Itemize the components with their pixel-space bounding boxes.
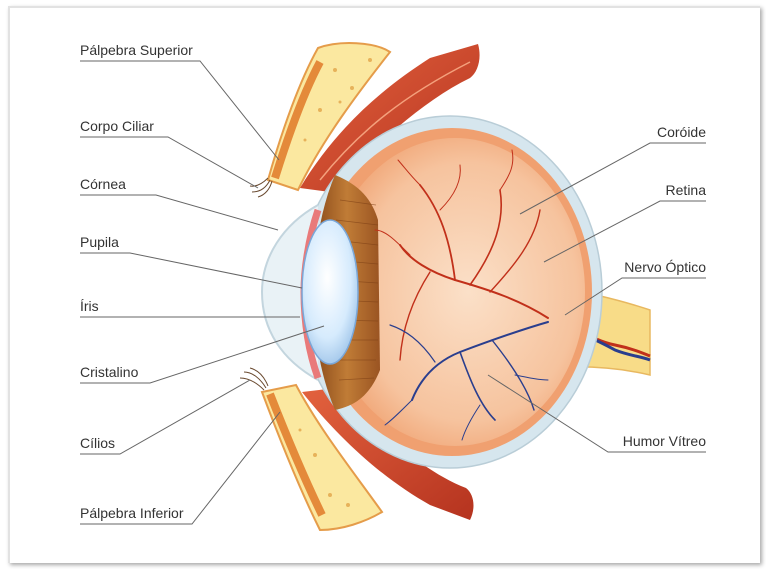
label-humor-vitreo: Humor Vítreo [623,433,706,449]
label-pupila: Pupila [80,234,119,250]
label-cornea: Córnea [80,176,126,192]
label-cilios: Cílios [80,435,115,451]
lower-eyelashes [240,368,268,390]
label-palpebra-inferior: Pálpebra Inferior [80,505,184,521]
label-coroide: Coróide [657,124,706,140]
label-cristalino: Cristalino [80,364,139,380]
label-retina: Retina [666,182,707,198]
label-corpo-ciliar: Corpo Ciliar [80,118,154,134]
label-iris: Íris [80,298,99,314]
label-palpebra-superior: Pálpebra Superior [80,42,193,58]
lens [302,220,358,364]
label-nervo-optico: Nervo Óptico [624,259,706,275]
